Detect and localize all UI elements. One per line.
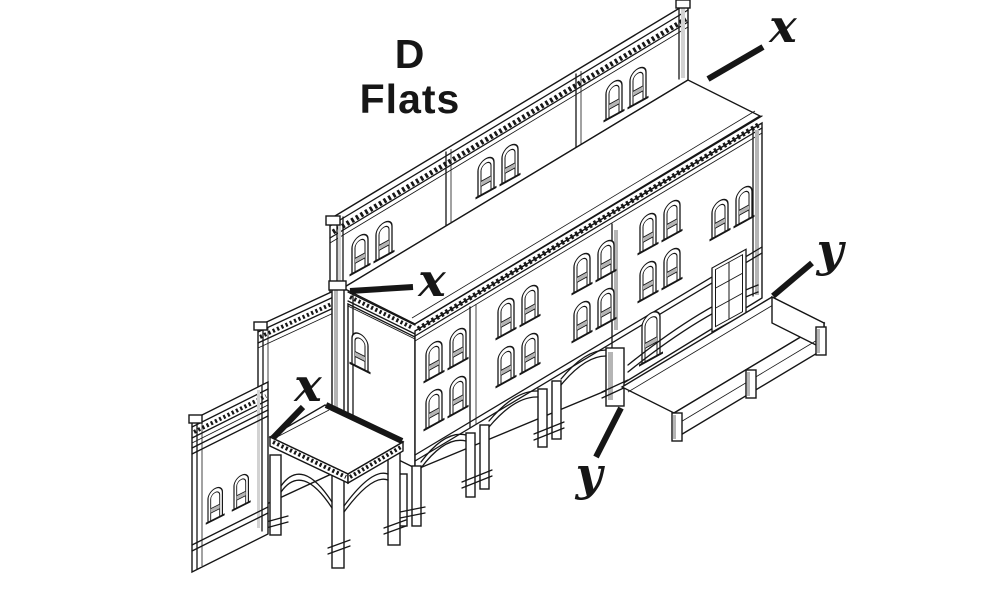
leader-y-right — [771, 260, 814, 299]
title-line1: D — [395, 31, 426, 77]
leader-x-top-right — [706, 44, 765, 82]
label-x-top-right: x — [768, 0, 797, 53]
rear-flat-wall — [325, 0, 691, 298]
porch — [265, 449, 407, 569]
label-x-lower-left: x — [293, 358, 322, 412]
arcade — [394, 347, 629, 527]
small-left-flat — [188, 380, 269, 574]
front-flat-wall — [414, 115, 763, 472]
label-y-bottom: y — [575, 447, 606, 501]
loading-dock-platform — [620, 295, 827, 442]
leader-x-lower-left-b — [324, 402, 404, 444]
label-x-middle: x — [417, 253, 446, 307]
title-line2: Flats — [360, 76, 461, 122]
leader-y-bottom — [593, 406, 624, 459]
leader-x-middle — [349, 284, 414, 294]
label-y-right: y — [816, 223, 847, 277]
figure-title: D Flats — [360, 31, 461, 122]
top-roof-panel — [341, 79, 762, 325]
leader-x-lower-left-a — [270, 404, 306, 441]
